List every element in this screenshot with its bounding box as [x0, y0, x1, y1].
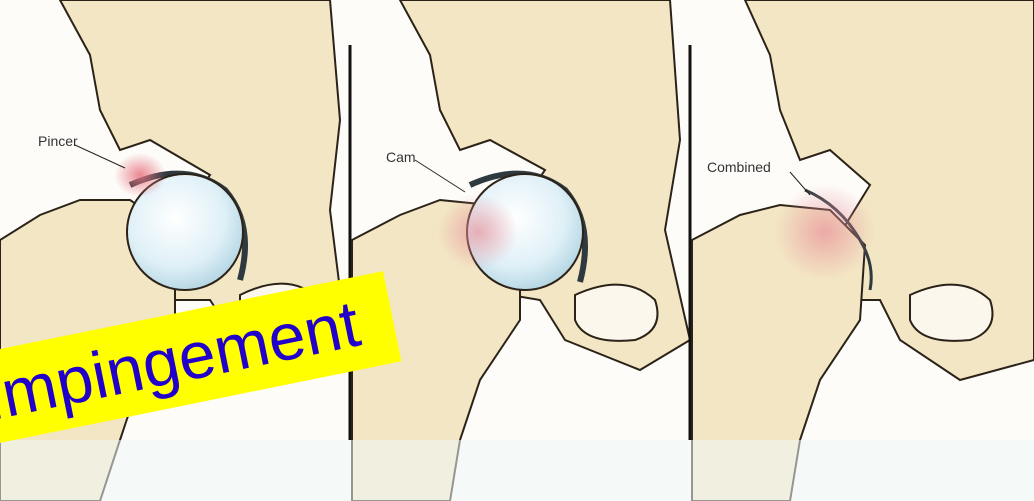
- cam-label: Cam: [386, 149, 416, 165]
- cam-impingement-area: [438, 194, 518, 270]
- panel-combined: Combined: [692, 0, 1034, 501]
- pincer-impingement-area: [114, 153, 166, 197]
- cam-label-line: [415, 160, 465, 192]
- panel-cam: Cam: [352, 0, 690, 501]
- pincer-label-line: [75, 145, 125, 168]
- bottom-wash: [0, 440, 1034, 501]
- combined-impingement-area: [775, 184, 875, 280]
- obturator-opening: [910, 285, 993, 341]
- pincer-label: Pincer: [38, 133, 78, 149]
- obturator-opening: [575, 285, 658, 341]
- combined-label: Combined: [707, 159, 771, 175]
